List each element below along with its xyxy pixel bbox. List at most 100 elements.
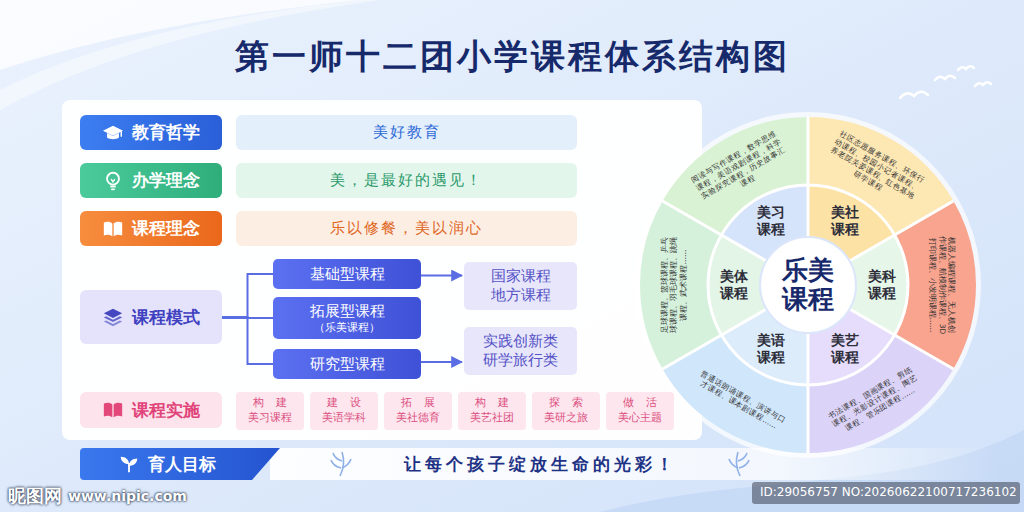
goal-band [270, 448, 1000, 480]
node-text: 教育哲学 [132, 121, 200, 144]
node-text: 美好教育 [373, 123, 441, 142]
text-group: 教育哲学 [132, 121, 200, 144]
course-kind-box: 国家课程 地方课程 [464, 262, 577, 310]
arrow-connector [421, 275, 462, 277]
node-text: 拓展型课程 [310, 302, 385, 321]
label-box: 课程模式 [80, 290, 222, 344]
birds [900, 66, 991, 98]
node-subtext: 美语学科 [322, 411, 366, 426]
goal-band-text: 让每个孩子绽放生命的光彩！ [360, 448, 720, 480]
practice-box: 探索美研之旅 [532, 392, 600, 430]
course-type-box: 研究型课程 [273, 349, 421, 379]
inner-sector: 美科课程 [864, 265, 900, 305]
bracket-line [222, 317, 273, 364]
course-type-box: 拓展型课程（乐美课程） [273, 297, 421, 339]
node-subtext: 美艺社团 [470, 411, 514, 426]
node-subtext: 美研之旅 [544, 411, 588, 426]
watermark: 昵图网 [8, 484, 62, 508]
node-text: 社区志愿服务课程、环保行动课程、校园小记者课程、养老院关爱课程、红色基地研学课程 [822, 128, 927, 210]
outer-sector-text: 普通话朗诵课程、演讲与口才课程、课本剧课程…… [683, 353, 798, 448]
node-text: 普通话朗诵课程、演讲与口才课程、课本剧课程…… [693, 368, 789, 434]
text-group: 课程模式 [132, 306, 200, 329]
node-text: 美艺课程 [830, 332, 861, 366]
course-wheel [625, 102, 991, 468]
node-text: 课程模式 [132, 306, 200, 329]
practice-box: 构建美习课程 [236, 392, 304, 430]
text-group: 育人目标 [148, 453, 216, 476]
inner-sector: 美社课程 [827, 201, 863, 241]
node-text: 研究型课程 [310, 355, 385, 374]
center-circle: 乐美课程 [760, 237, 856, 333]
node-subtext: 美社德育 [396, 411, 440, 426]
node-text: 做活 [611, 396, 669, 411]
node-subtext: （乐美课程） [314, 321, 380, 335]
node-text: 基础型课程 [310, 265, 385, 284]
node-text: 育人目标 [148, 453, 216, 476]
label-box: 教育哲学 [80, 115, 222, 150]
node-subtext: 美习课程 [248, 411, 292, 426]
node-text: 建设 [315, 396, 373, 411]
node-text: 乐以修餐，美以润心 [330, 219, 483, 238]
node-subtext: 美心主题 [618, 411, 662, 426]
node-text: 办学理念 [132, 169, 200, 192]
inner-sector: 美体课程 [716, 265, 752, 305]
node-text: 实践创新类 研学旅行类 [474, 332, 567, 371]
inner-sector: 美语课程 [753, 329, 789, 369]
node-text: 国家课程 地方课程 [474, 267, 567, 306]
practice-box: 构建美艺社团 [458, 392, 526, 430]
outer-sector-text: 社区志愿服务课程、环保行动课程、校园小记者课程、养老院关爱课程、红色基地研学课程 [817, 121, 932, 216]
value-box: 美好教育 [236, 115, 577, 150]
node-text: 构建 [463, 396, 521, 411]
node-text: 探索 [537, 396, 595, 411]
icon [102, 306, 124, 328]
outer-sector-text: 机器人编程课程、无人机创作课程、航模制作课程、3D打印课程、小发明课程…… [917, 233, 967, 337]
bracket-line [222, 274, 273, 317]
outer-sector-text: 足球课程、篮球课程、乒乓球课程、羽毛球课程、跳绳课程、武术课程…… [649, 233, 699, 337]
node-text: 书法课程、国画课程、剪纸课程、光影设计课程、陶艺课程、管乐团课程…… [825, 364, 926, 438]
text-group: 办学理念 [132, 169, 200, 192]
outer-sector-text: 书法课程、国画课程、剪纸课程、光影设计课程、陶艺课程、管乐团课程…… [817, 353, 932, 448]
node-text: 美习课程 [756, 204, 787, 238]
title: 第一师十二团小学课程体系结构图 [0, 34, 1024, 80]
node-text: 美语课程 [756, 332, 787, 366]
icon [118, 453, 140, 475]
id-plate [752, 482, 1020, 504]
icon [102, 122, 124, 144]
icon [102, 170, 124, 192]
node-text: 美科课程 [867, 268, 898, 302]
node-text: 美，是最好的遇见！ [330, 171, 483, 190]
node-text: 拓展 [389, 396, 447, 411]
inner-sector: 美艺课程 [827, 329, 863, 369]
course-kind-box: 实践创新类 研学旅行类 [464, 327, 577, 375]
watermark: www.nipic.com [68, 488, 187, 504]
goal-label: 育人目标 [80, 448, 280, 480]
course-type-box: 基础型课程 [273, 259, 421, 289]
label-box: 课程理念 [80, 211, 222, 246]
label-box: 课程实施 [80, 392, 222, 428]
node-text: 美体课程 [719, 268, 750, 302]
image-id: ID:29056757 NO:20260622100717236102 [760, 485, 1017, 499]
wheat-ornament [331, 452, 749, 476]
icon [102, 218, 124, 240]
practice-box: 建设美语学科 [310, 392, 378, 430]
node-text: 构建 [241, 396, 299, 411]
practice-box: 拓展美社德育 [384, 392, 452, 430]
value-box: 美，是最好的遇见！ [236, 163, 577, 198]
practice-box: 做活美心主题 [606, 392, 674, 430]
inner-sector: 美习课程 [753, 201, 789, 241]
node-text: 美社课程 [830, 204, 861, 238]
value-box: 乐以修餐，美以润心 [236, 211, 577, 246]
node-text: 乐美课程 [781, 256, 836, 313]
node-text: 机器人编程课程、无人机创作课程、航模制作课程、3D打印课程、小发明课程…… [928, 235, 956, 335]
node-text: 让每个孩子绽放生命的光彩！ [404, 453, 677, 476]
label-box: 办学理念 [80, 163, 222, 198]
node-text: 足球课程、篮球课程、乒乓球课程、羽毛球课程、跳绳课程、武术课程…… [660, 235, 688, 335]
icon [102, 399, 124, 421]
text-group: 课程理念 [132, 217, 200, 240]
outer-sector-text: 阅读与写作课程，数学思维课程，美语戏剧课程，科学实验探究课程，历史故事汇课程 [683, 121, 798, 216]
